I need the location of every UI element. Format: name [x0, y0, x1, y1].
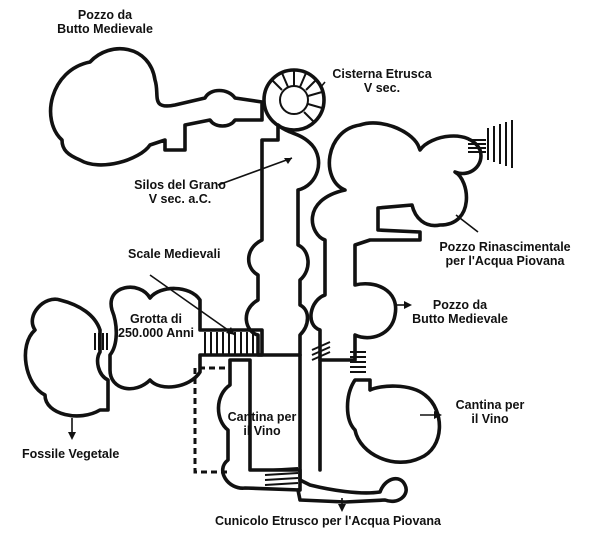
label-cantina-right-line2: il Vino [471, 412, 509, 426]
label-cisterna-line1: Cisterna Etrusca [332, 67, 432, 81]
label-cantina-left: Cantina per il Vino [222, 410, 302, 438]
label-pozzo-rinasc-line1: Pozzo Rinascimentale [439, 240, 571, 254]
label-pozzo-rinasc-line2: per l'Acqua Piovana [445, 254, 565, 268]
label-grotta: Grotta di 250.000 Anni [110, 312, 202, 340]
leader-arrows [68, 81, 479, 512]
label-silos-line1: Silos del Grano [134, 178, 226, 192]
label-pozzo-top-line1: Pozzo da [77, 8, 133, 22]
label-cantina-right: Cantina per il Vino [440, 398, 540, 426]
cantina-sinistra [216, 358, 302, 492]
label-cantina-left-line2: il Vino [243, 424, 281, 438]
cantina-destra [345, 378, 442, 464]
label-pozzo-mid: Pozzo da Butto Medievale [400, 298, 520, 326]
label-pozzo-mid-line2: Butto Medievale [412, 312, 508, 326]
label-cisterna-line2: V sec. [363, 81, 401, 95]
label-pozzo-top-line2: Butto Medievale [57, 22, 153, 36]
label-cisterna: Cisterna Etrusca V sec. [322, 67, 442, 95]
fossile-room [23, 297, 110, 418]
label-pozzo-rinascimentale: Pozzo Rinascimentale per l'Acqua Piovana [430, 240, 580, 268]
stairs-right [468, 120, 513, 168]
cisterna-spiral [262, 68, 326, 132]
label-fossile: Fossile Vegetale [22, 447, 120, 461]
lower-corridor [296, 353, 408, 504]
label-cunicolo: Cunicolo Etrusco per l'Acqua Piovana [215, 514, 441, 528]
pozzo-medievale-room [48, 47, 264, 167]
grotta-room [108, 285, 264, 391]
label-pozzo-top: Pozzo da Butto Medievale [45, 8, 165, 36]
label-cantina-left-line1: Cantina per [227, 410, 297, 424]
central-corridor [244, 123, 321, 357]
dashed-passage [193, 366, 230, 474]
label-grotta-line2: 250.000 Anni [118, 326, 194, 340]
label-cantina-right-line1: Cantina per [455, 398, 525, 412]
label-pozzo-mid-line1: Pozzo da [432, 298, 488, 312]
label-scale: Scale Medievali [128, 247, 221, 261]
label-grotta-line1: Grotta di [129, 312, 183, 326]
label-silos: Silos del Grano V sec. a.C. [120, 178, 240, 206]
label-silos-line2: V sec. a.C. [148, 192, 212, 206]
right-upper-chambers [309, 121, 483, 362]
